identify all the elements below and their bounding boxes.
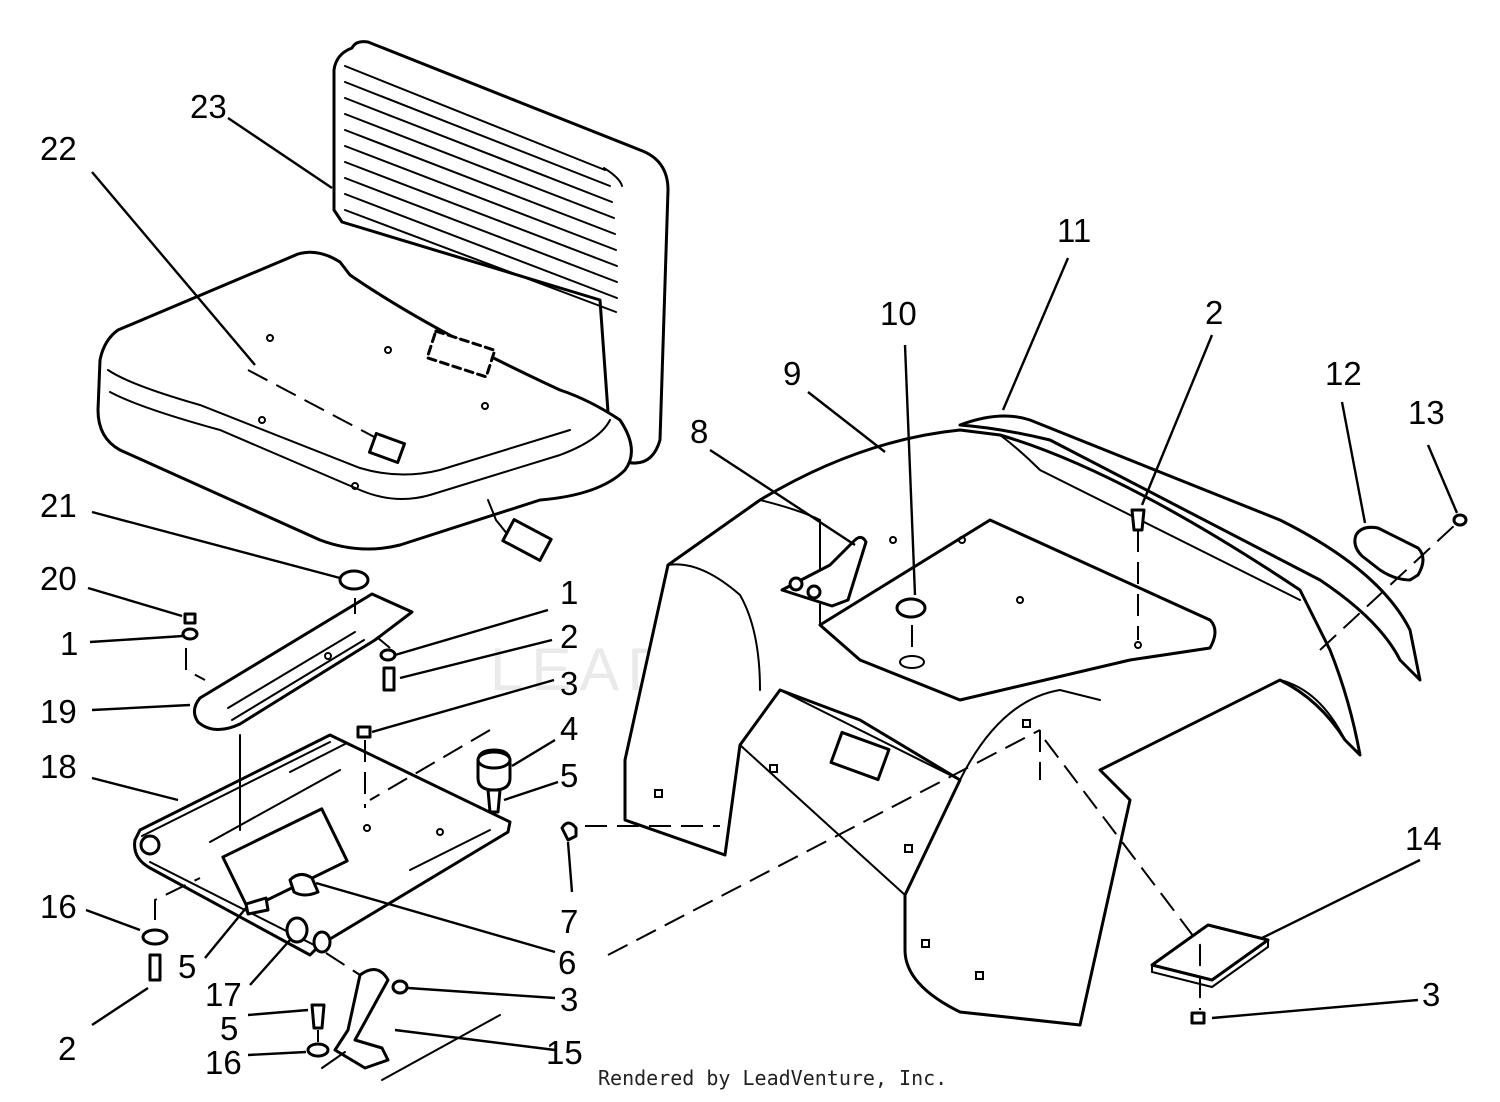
callout-12: 12 <box>1325 355 1362 392</box>
bracket-hardware <box>181 612 397 692</box>
callout-14: 14 <box>1405 820 1442 857</box>
bolt-5-lower <box>244 896 270 916</box>
nut-3-plate14 <box>1190 1011 1206 1025</box>
callout-3b: 3 <box>560 981 578 1018</box>
grommet-10 <box>895 597 927 619</box>
callout-9: 9 <box>783 355 801 392</box>
callout-5a: 5 <box>178 948 196 985</box>
callout-22: 22 <box>40 130 77 167</box>
seat-pivot-bracket <box>193 569 414 731</box>
seat-pan-rim <box>107 369 571 476</box>
seat-label <box>425 329 497 379</box>
callout-20: 20 <box>40 560 77 597</box>
wire-connector <box>501 518 553 562</box>
fender-assembly <box>560 428 1362 1027</box>
callout-10: 10 <box>880 295 917 332</box>
washer-1-left <box>181 627 199 641</box>
callout-labels: 23 22 21 20 1 19 18 16 2 5 17 5 16 1 2 3… <box>40 88 1445 1081</box>
bolt-5-plate <box>486 788 502 814</box>
screw-13 <box>1452 513 1468 527</box>
callout-2c: 2 <box>1205 294 1223 331</box>
seat-assembly <box>96 40 670 562</box>
callout-1a: 1 <box>60 625 78 662</box>
backrest-ribs <box>344 65 623 313</box>
callout-2b: 2 <box>560 618 578 655</box>
plate-pivot-hole <box>139 834 161 856</box>
callout-4: 4 <box>560 710 578 747</box>
rubber-bumper-21 <box>338 569 370 591</box>
bolt-7 <box>560 821 578 842</box>
bolt-2-lower <box>148 953 162 982</box>
callout-16b: 16 <box>205 1044 242 1081</box>
bracket-19 <box>193 592 414 731</box>
trim-11 <box>958 414 1422 682</box>
callout-21: 21 <box>40 487 77 524</box>
leader-lines <box>85 117 1459 1057</box>
fender-label <box>829 730 891 782</box>
bushing-17 <box>285 916 309 944</box>
seat-mount-holes <box>258 334 489 490</box>
callout-17: 17 <box>205 976 242 1013</box>
plate-14 <box>1150 923 1270 982</box>
bolt-2-right <box>382 666 396 692</box>
bracket-8 <box>780 535 868 608</box>
callout-6: 6 <box>558 944 576 981</box>
seat-pan <box>96 250 633 551</box>
callout-7: 7 <box>560 903 578 940</box>
nut-3-bracket <box>391 979 409 995</box>
callout-8: 8 <box>690 413 708 450</box>
nut-3-plate <box>356 725 372 739</box>
reflector-assembly <box>1353 513 1468 582</box>
callout-3c: 3 <box>1422 976 1440 1013</box>
adjust-bracket-15 <box>306 968 501 1081</box>
bolt-5-bracket <box>310 1003 326 1030</box>
bolt-2-fender <box>1130 508 1146 532</box>
callout-3a: 3 <box>560 665 578 702</box>
seat-switch-cable <box>247 369 381 441</box>
callout-18: 18 <box>40 748 77 785</box>
washer-16-bracket <box>306 1042 330 1058</box>
knob-6 <box>288 873 320 897</box>
seat-pan-edge <box>109 391 611 500</box>
assembly-lines <box>154 523 1457 1069</box>
seat-backrest <box>332 40 670 465</box>
callout-16a: 16 <box>40 888 77 925</box>
washer-1-right <box>379 648 397 662</box>
callout-1b: 1 <box>560 574 578 611</box>
seat-mount-plate <box>133 725 512 982</box>
washer-16 <box>141 928 169 946</box>
callout-2a: 2 <box>58 1030 76 1067</box>
callout-23: 23 <box>190 88 227 125</box>
callout-5c: 5 <box>560 757 578 794</box>
callout-19: 19 <box>40 693 77 730</box>
fender-holes <box>654 536 1031 980</box>
callout-15: 15 <box>546 1034 583 1071</box>
callout-5b: 5 <box>220 1010 238 1047</box>
footer-credit: Rendered by LeadVenture, Inc. <box>598 1066 948 1090</box>
nut-20 <box>183 612 197 625</box>
callout-13: 13 <box>1408 394 1445 431</box>
seat-switch <box>367 431 407 465</box>
callout-11: 11 <box>1057 212 1091 249</box>
reflector-12 <box>1353 525 1425 582</box>
weight-plate-assembly <box>1150 923 1270 1025</box>
fender-deck <box>818 518 1217 702</box>
pivot-rod-end <box>312 930 332 954</box>
